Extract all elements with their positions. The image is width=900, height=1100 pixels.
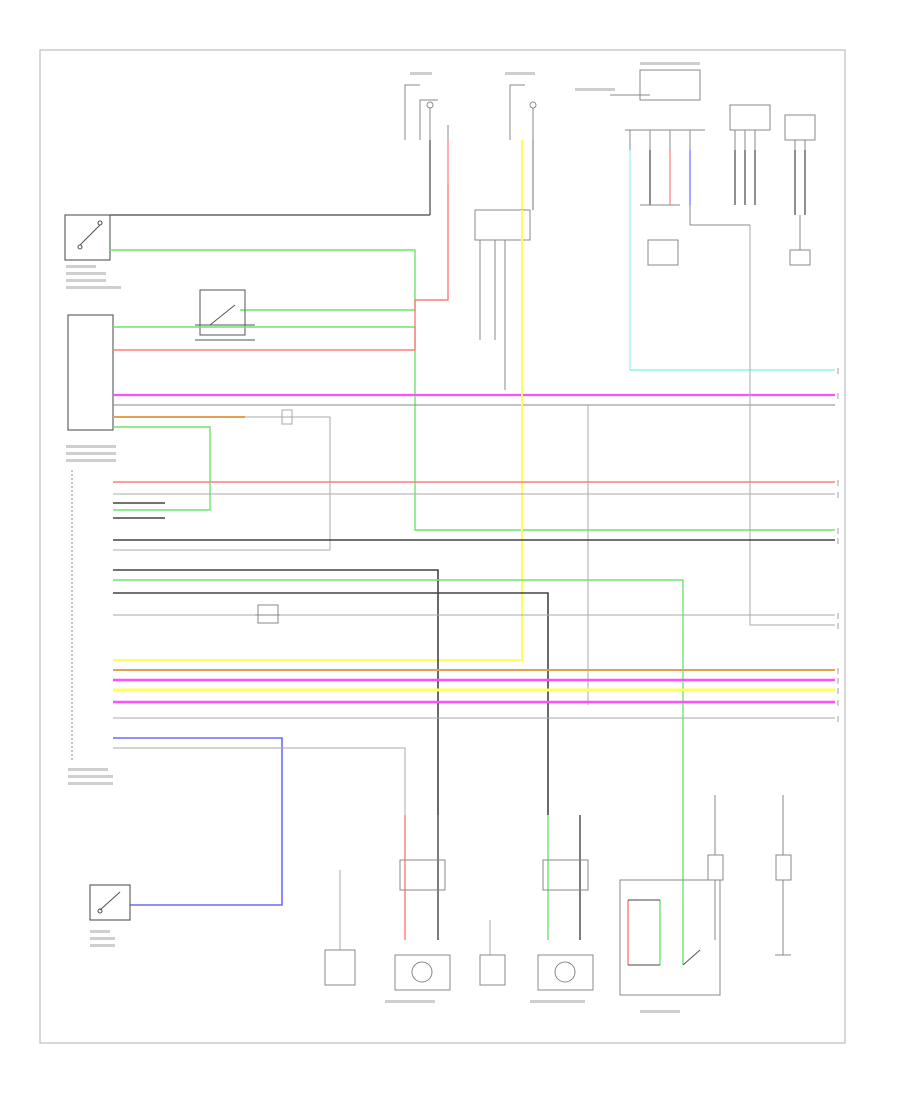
small-relay-right — [245, 409, 331, 550]
ecu-upper-wires — [113, 185, 835, 531]
right-rear-door-motor — [479, 815, 594, 991]
top-vertical-wires — [429, 140, 806, 370]
multiplex-grounds — [640, 204, 811, 266]
junction-connector — [474, 209, 531, 390]
wire-yellow-vertical — [113, 210, 523, 661]
top-fuse-left — [404, 84, 449, 215]
center-relay — [195, 289, 255, 341]
body-ecu-upper — [67, 314, 114, 431]
main-harness-wires — [113, 481, 835, 930]
lower-switch-1 — [707, 795, 724, 940]
left-rear-door-motor — [324, 815, 451, 991]
diagram-frame — [39, 49, 846, 1044]
door-switch — [89, 884, 131, 921]
multiplex-module — [610, 69, 705, 150]
top-fuse-right — [509, 84, 537, 140]
lower-switch-2 — [775, 795, 792, 956]
lock-actuator — [619, 879, 721, 996]
tiny-labels — [66, 62, 700, 1013]
top-right-modules — [729, 104, 816, 150]
wire-green-upper — [110, 249, 416, 311]
right-gray-verticals — [587, 225, 835, 705]
door-lock-switch — [64, 214, 111, 261]
harness-fuse — [255, 604, 280, 624]
